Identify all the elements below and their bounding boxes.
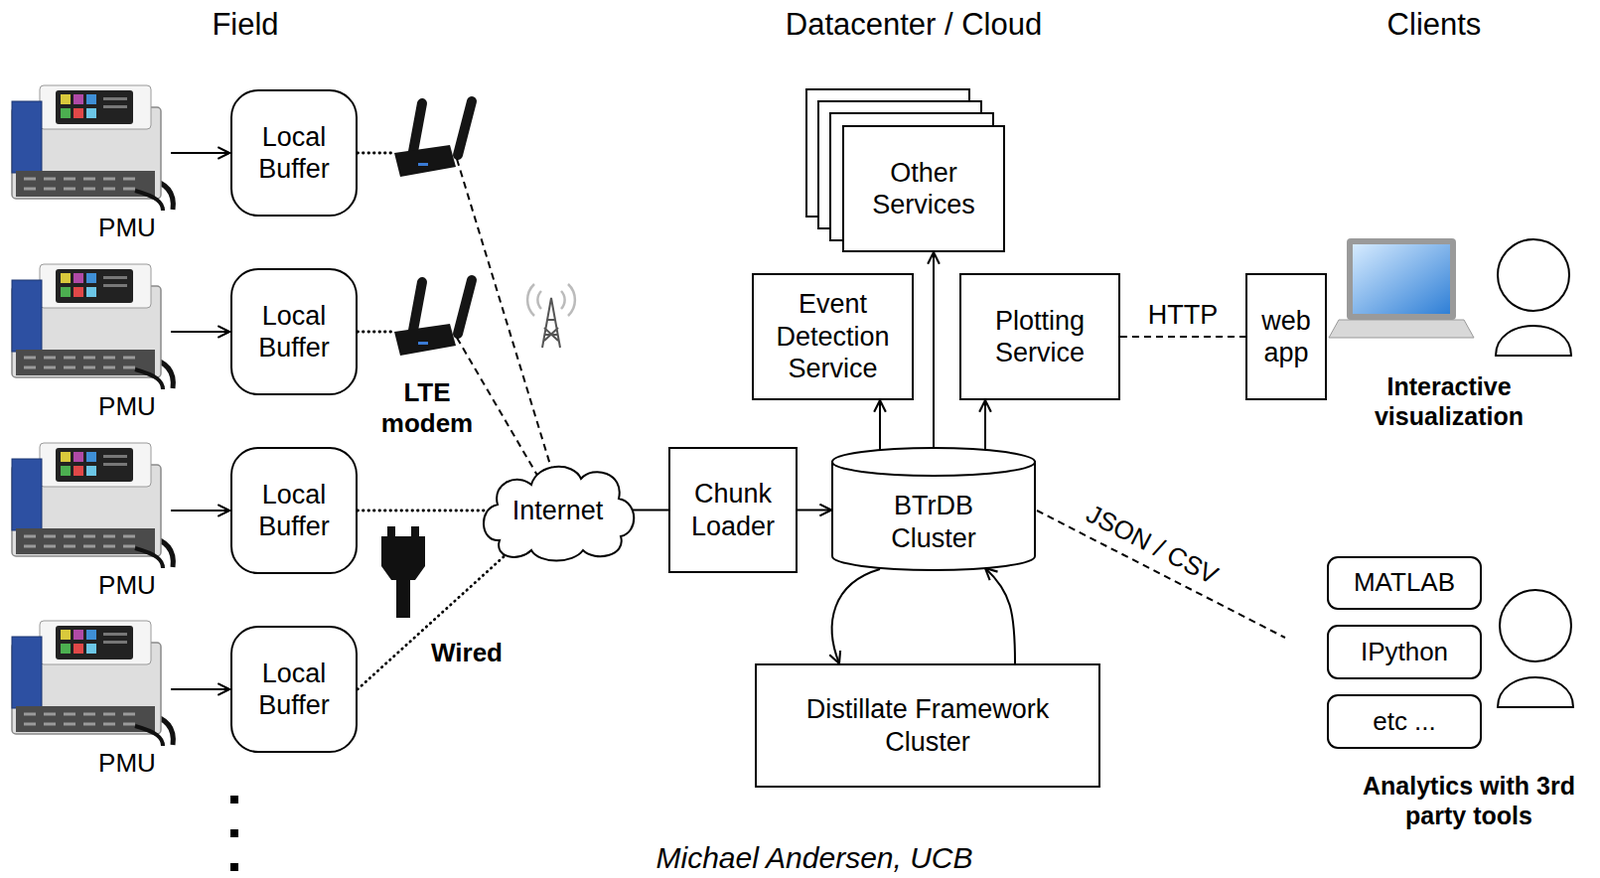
cylinder-body <box>832 461 1035 571</box>
connector <box>879 400 881 450</box>
ellipsis-dot <box>230 829 239 838</box>
arrow-line <box>170 151 230 154</box>
connector-line <box>878 400 881 450</box>
service-box: Plotting Service <box>959 273 1121 401</box>
connector-line <box>357 330 396 334</box>
node-text: web app <box>1257 304 1315 370</box>
connector-line <box>357 151 396 155</box>
text-label: Field <box>136 5 355 43</box>
buffer-box: Local Buffer <box>230 89 358 217</box>
connector-line <box>932 252 935 448</box>
pmu-device <box>11 85 173 211</box>
connector <box>1120 336 1246 338</box>
service-box: Other Services <box>842 125 1006 253</box>
arrow-line <box>170 509 230 512</box>
node-text: Local Buffer <box>242 299 346 365</box>
pmu-device <box>11 442 173 569</box>
buffer-box: Local Buffer <box>230 446 358 575</box>
cylinder-top <box>832 447 1035 476</box>
laptop-screen <box>1352 244 1451 314</box>
node-text: MATLAB <box>1353 567 1455 598</box>
connector-line <box>1120 335 1246 338</box>
text-label: Clients <box>1324 5 1544 43</box>
connector <box>832 569 880 664</box>
cloud-outline <box>483 466 634 562</box>
node-text: Local Buffer <box>242 657 346 723</box>
node-text: Distillate Framework Cluster <box>778 693 1077 758</box>
dashed-link <box>1036 510 1286 638</box>
connector-line <box>797 509 832 512</box>
buffer-box: Local Buffer <box>230 625 358 753</box>
database-cylinder: BTrDB Cluster <box>831 446 1036 572</box>
text-label: PMU <box>82 747 172 779</box>
connector-line <box>631 509 669 512</box>
connector <box>357 152 552 468</box>
person-body <box>1497 677 1574 708</box>
tool-box: etc ... <box>1326 694 1482 749</box>
text-label: Analytics with 3rd party tools <box>1344 770 1594 831</box>
connector-line <box>456 337 538 475</box>
service-box: Event Detection Service <box>751 273 914 401</box>
text-label: PMU <box>82 212 172 244</box>
plug-cable <box>396 580 411 618</box>
text-label: PMU <box>82 570 172 601</box>
connector-line <box>984 400 987 450</box>
node-text: Plotting Service <box>971 304 1109 370</box>
connector <box>985 400 987 450</box>
node-text: IPython <box>1360 636 1449 668</box>
text-label: PMU <box>82 391 172 423</box>
edge-label: HTTP <box>1146 298 1221 331</box>
node-text: etc ... <box>1372 706 1437 737</box>
node-text: Other Services <box>854 156 994 222</box>
arrow-line <box>170 330 230 333</box>
node-text: Internet <box>512 494 604 527</box>
lte-modem <box>394 101 472 177</box>
text-label: Interactive visualization <box>1349 371 1549 432</box>
connector-line <box>832 569 880 664</box>
process-box: Distillate Framework Cluster <box>754 663 1101 788</box>
tool-box: MATLAB <box>1326 556 1482 610</box>
text-label: Wired <box>407 637 527 669</box>
node-text: Chunk Loader <box>680 477 786 543</box>
connector <box>357 510 489 512</box>
person-head <box>1499 589 1572 662</box>
radio-waves <box>527 284 576 316</box>
connector-line <box>985 568 1016 664</box>
node-text: Event Detection Service <box>763 288 902 385</box>
connector <box>357 331 538 475</box>
node-text: Local Buffer <box>242 478 346 544</box>
text-label: JSON / CSV <box>1069 492 1235 597</box>
ellipsis-dot <box>230 863 239 872</box>
plug-pins <box>387 526 420 537</box>
text-label: Michael Andersen, UCB <box>556 840 1073 876</box>
connector <box>985 568 1016 664</box>
lte-modem <box>394 280 472 356</box>
connector <box>797 509 832 511</box>
client-box: web app <box>1245 273 1327 401</box>
text-label: LTE modem <box>377 377 477 439</box>
connector <box>357 555 506 690</box>
tool-box: IPython <box>1326 624 1482 680</box>
laptop-lid <box>1346 238 1456 320</box>
node-text: BTrDB Cluster <box>864 489 1004 555</box>
ellipsis-dot <box>230 795 239 804</box>
connector-line <box>357 555 506 690</box>
buffer-box: Local Buffer <box>230 268 358 396</box>
arrow-line <box>170 688 230 691</box>
pmu-device <box>11 620 173 746</box>
node-text: Local Buffer <box>242 121 346 186</box>
connector <box>933 252 935 448</box>
plug-head <box>381 536 426 581</box>
person-head <box>1497 239 1570 311</box>
process-box: Chunk Loader <box>668 446 798 574</box>
cloud-shape: Internet <box>477 458 638 564</box>
connector-line <box>357 509 489 513</box>
laptop-base <box>1328 319 1474 338</box>
cell-tower <box>542 297 561 348</box>
text-label: Datacenter / Cloud <box>705 5 1123 43</box>
person-body <box>1495 325 1572 356</box>
connector <box>631 509 669 511</box>
pmu-device <box>11 264 173 390</box>
